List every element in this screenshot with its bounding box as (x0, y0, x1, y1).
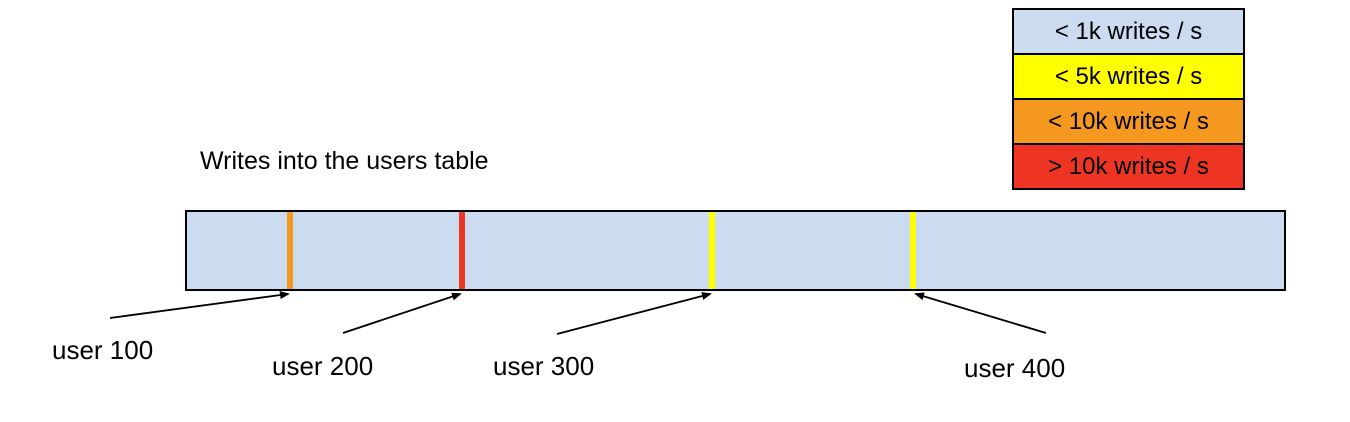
label-user-400: user 400 (964, 353, 1066, 383)
arrow-user-400 (914, 292, 1047, 334)
label-user-100: user 100 (52, 335, 154, 365)
user-300-marker (709, 212, 715, 289)
legend-label: < 5k writes / s (1054, 62, 1203, 90)
label-user-300: user 300 (493, 351, 595, 381)
legend-row-lt-5k: < 5k writes / s (1012, 53, 1245, 100)
diagram-title: Writes into the users table (200, 147, 489, 175)
users-table-bar (185, 210, 1286, 291)
legend-row-gt-10k: > 10k writes / s (1012, 143, 1245, 190)
arrow-user-100 (109, 291, 290, 319)
arrow-user-300 (556, 292, 712, 335)
legend-row-lt-1k: < 1k writes / s (1012, 8, 1245, 55)
legend-label: < 1k writes / s (1054, 17, 1203, 45)
user-200-marker (459, 212, 465, 289)
arrow-user-200 (342, 292, 462, 334)
legend-row-lt-10k: < 10k writes / s (1012, 98, 1245, 145)
user-100-marker (287, 212, 293, 289)
write-rate-legend: < 1k writes / s < 5k writes / s < 10k wr… (1012, 8, 1245, 190)
legend-label: > 10k writes / s (1048, 152, 1209, 180)
legend-label: < 10k writes / s (1048, 107, 1209, 135)
user-400-marker (910, 212, 916, 289)
label-user-200: user 200 (272, 351, 374, 381)
